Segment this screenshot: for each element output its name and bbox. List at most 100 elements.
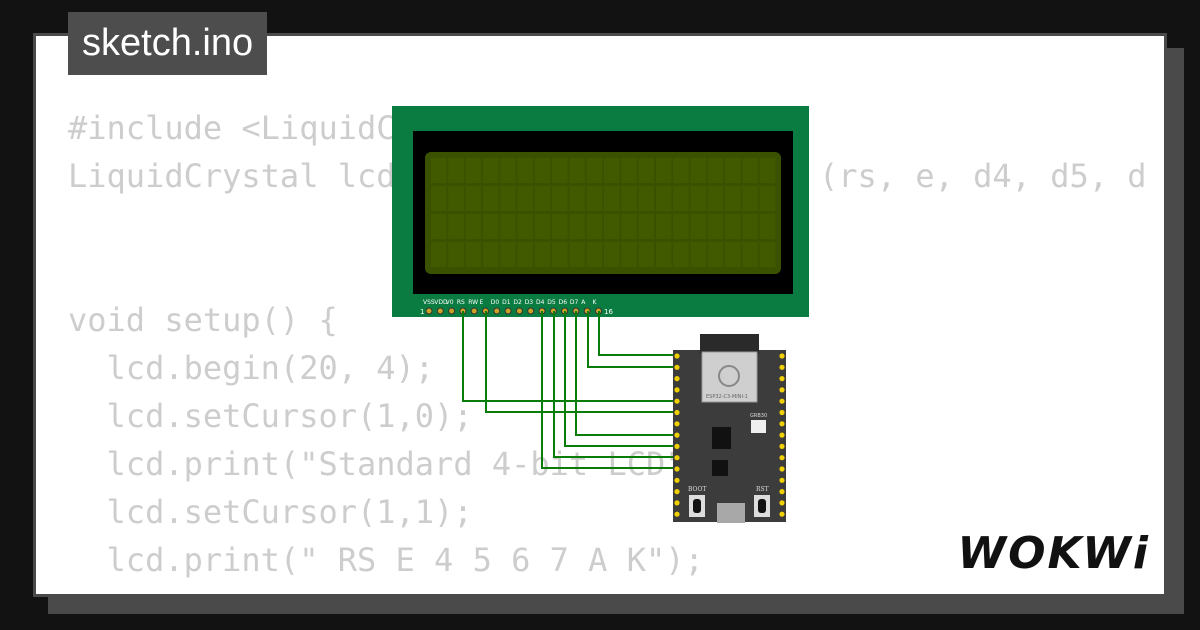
- board-pin[interactable]: [674, 455, 680, 461]
- board-pin[interactable]: [779, 489, 785, 495]
- code-line: lcd.setCursor(1,0);: [68, 397, 473, 435]
- lcd-char-cell: [742, 158, 758, 183]
- lcd-char-cell: [552, 242, 568, 267]
- rst-button-cap: [758, 499, 766, 513]
- lcd-char-cell: [586, 186, 603, 211]
- board-pin-headers: [674, 353, 785, 517]
- board-pin[interactable]: [674, 500, 680, 506]
- lcd-char-cell: [690, 158, 706, 183]
- wire-d4[interactable]: [541, 311, 676, 469]
- board-pin[interactable]: [674, 489, 680, 495]
- board-pin[interactable]: [779, 387, 785, 393]
- lcd-char-cell: [500, 242, 516, 267]
- board-pin[interactable]: [779, 432, 785, 438]
- lcd-pin-label: VSS: [423, 299, 435, 306]
- module-label: ESP32-C3-MINI-1: [706, 394, 748, 400]
- lcd-char-cell: [569, 158, 585, 183]
- rgb-led: [751, 420, 766, 433]
- lcd-character-grid: [431, 158, 776, 267]
- board-pin[interactable]: [674, 432, 680, 438]
- lcd-pin-label: D5: [547, 299, 556, 306]
- lcd-char-cell: [569, 186, 585, 211]
- lcd-char-cell: [517, 158, 533, 183]
- code-line: #include <LiquidC: [68, 109, 396, 147]
- lcd-char-cell: [759, 186, 776, 211]
- board-pin[interactable]: [674, 466, 680, 472]
- lcd-char-cell: [482, 214, 499, 239]
- board-pin[interactable]: [779, 409, 785, 416]
- lcd-pin-label: E: [480, 299, 484, 306]
- wire-k[interactable]: [598, 311, 676, 356]
- lcd-pin-label: A: [581, 299, 586, 306]
- lcd-char-cell: [690, 186, 706, 211]
- lcd-char-cell: [673, 214, 689, 239]
- lcd-pin[interactable]: [493, 307, 501, 315]
- lcd-pin-label: D4: [536, 299, 545, 306]
- lcd-char-cell: [448, 186, 464, 211]
- lcd-char-cell: [500, 158, 516, 183]
- wire-e[interactable]: [485, 311, 676, 413]
- board-pin[interactable]: [779, 443, 785, 449]
- board-pin[interactable]: [674, 376, 680, 382]
- lcd-char-cell: [655, 186, 672, 211]
- lcd-pin-label: D0: [491, 299, 500, 306]
- lcd-char-cell: [759, 242, 776, 267]
- lcd-pin[interactable]: [515, 307, 523, 315]
- lcd-char-cell: [552, 214, 568, 239]
- wire-a[interactable]: [587, 311, 676, 368]
- lcd-char-cell: [448, 158, 464, 183]
- lcd-char-cell: [638, 214, 655, 239]
- board-pin[interactable]: [674, 364, 680, 370]
- lcd-char-cell: [690, 214, 706, 239]
- board-pin[interactable]: [779, 511, 785, 517]
- board-pin[interactable]: [779, 455, 785, 461]
- lcd-char-cell: [690, 242, 706, 267]
- board-pin[interactable]: [674, 511, 680, 517]
- lcd-pin[interactable]: [425, 307, 433, 315]
- lcd-pin-label: K: [593, 299, 598, 306]
- wire-d7[interactable]: [575, 311, 676, 436]
- board-pin[interactable]: [674, 443, 680, 449]
- filename-tab[interactable]: sketch.ino: [68, 12, 268, 75]
- lcd-char-cell: [448, 214, 464, 239]
- lcd-pin[interactable]: [527, 307, 535, 315]
- lcd-char-cell: [621, 158, 637, 183]
- board-pin[interactable]: [779, 421, 785, 427]
- lcd-pin[interactable]: [470, 307, 478, 315]
- lcd-char-cell: [431, 214, 447, 239]
- board-pin[interactable]: [779, 353, 785, 359]
- code-line: void setup() {: [68, 301, 338, 339]
- board-pin[interactable]: [779, 376, 785, 382]
- board-pin[interactable]: [779, 477, 785, 483]
- lcd-char-cell: [725, 158, 741, 183]
- board-pin[interactable]: [779, 466, 785, 472]
- board-pin[interactable]: [674, 353, 680, 359]
- board-pin[interactable]: [674, 398, 680, 404]
- wire-rs[interactable]: [462, 311, 676, 402]
- boot-label: BOOT: [688, 486, 706, 493]
- lcd-pin-label: RW: [468, 299, 478, 306]
- lcd-char-cell: [465, 186, 482, 211]
- lcd-pin[interactable]: [436, 307, 444, 315]
- lcd-char-cell: [742, 242, 758, 267]
- lcd-char-cell: [431, 158, 447, 183]
- lcd-char-cell: [621, 214, 637, 239]
- lcd-char-cell: [517, 186, 533, 211]
- lcd-pin[interactable]: [504, 307, 512, 315]
- chip-ic: [712, 427, 731, 449]
- esp32-c3-board[interactable]: ESP32-C3-MINI-1 GRB30 BOOT RST: [673, 334, 786, 523]
- board-pin[interactable]: [779, 364, 785, 370]
- board-pin[interactable]: [674, 387, 680, 393]
- lcd-pin-label: RS: [457, 299, 465, 306]
- board-pin[interactable]: [674, 409, 680, 416]
- lcd-pin[interactable]: [448, 307, 456, 315]
- lcd-char-cell: [759, 158, 776, 183]
- lcd-char-cell: [465, 242, 482, 267]
- board-pin[interactable]: [779, 398, 785, 404]
- board-pin[interactable]: [779, 500, 785, 506]
- board-pin[interactable]: [674, 477, 680, 483]
- lcd-char-cell: [759, 214, 776, 239]
- board-pin[interactable]: [674, 421, 680, 427]
